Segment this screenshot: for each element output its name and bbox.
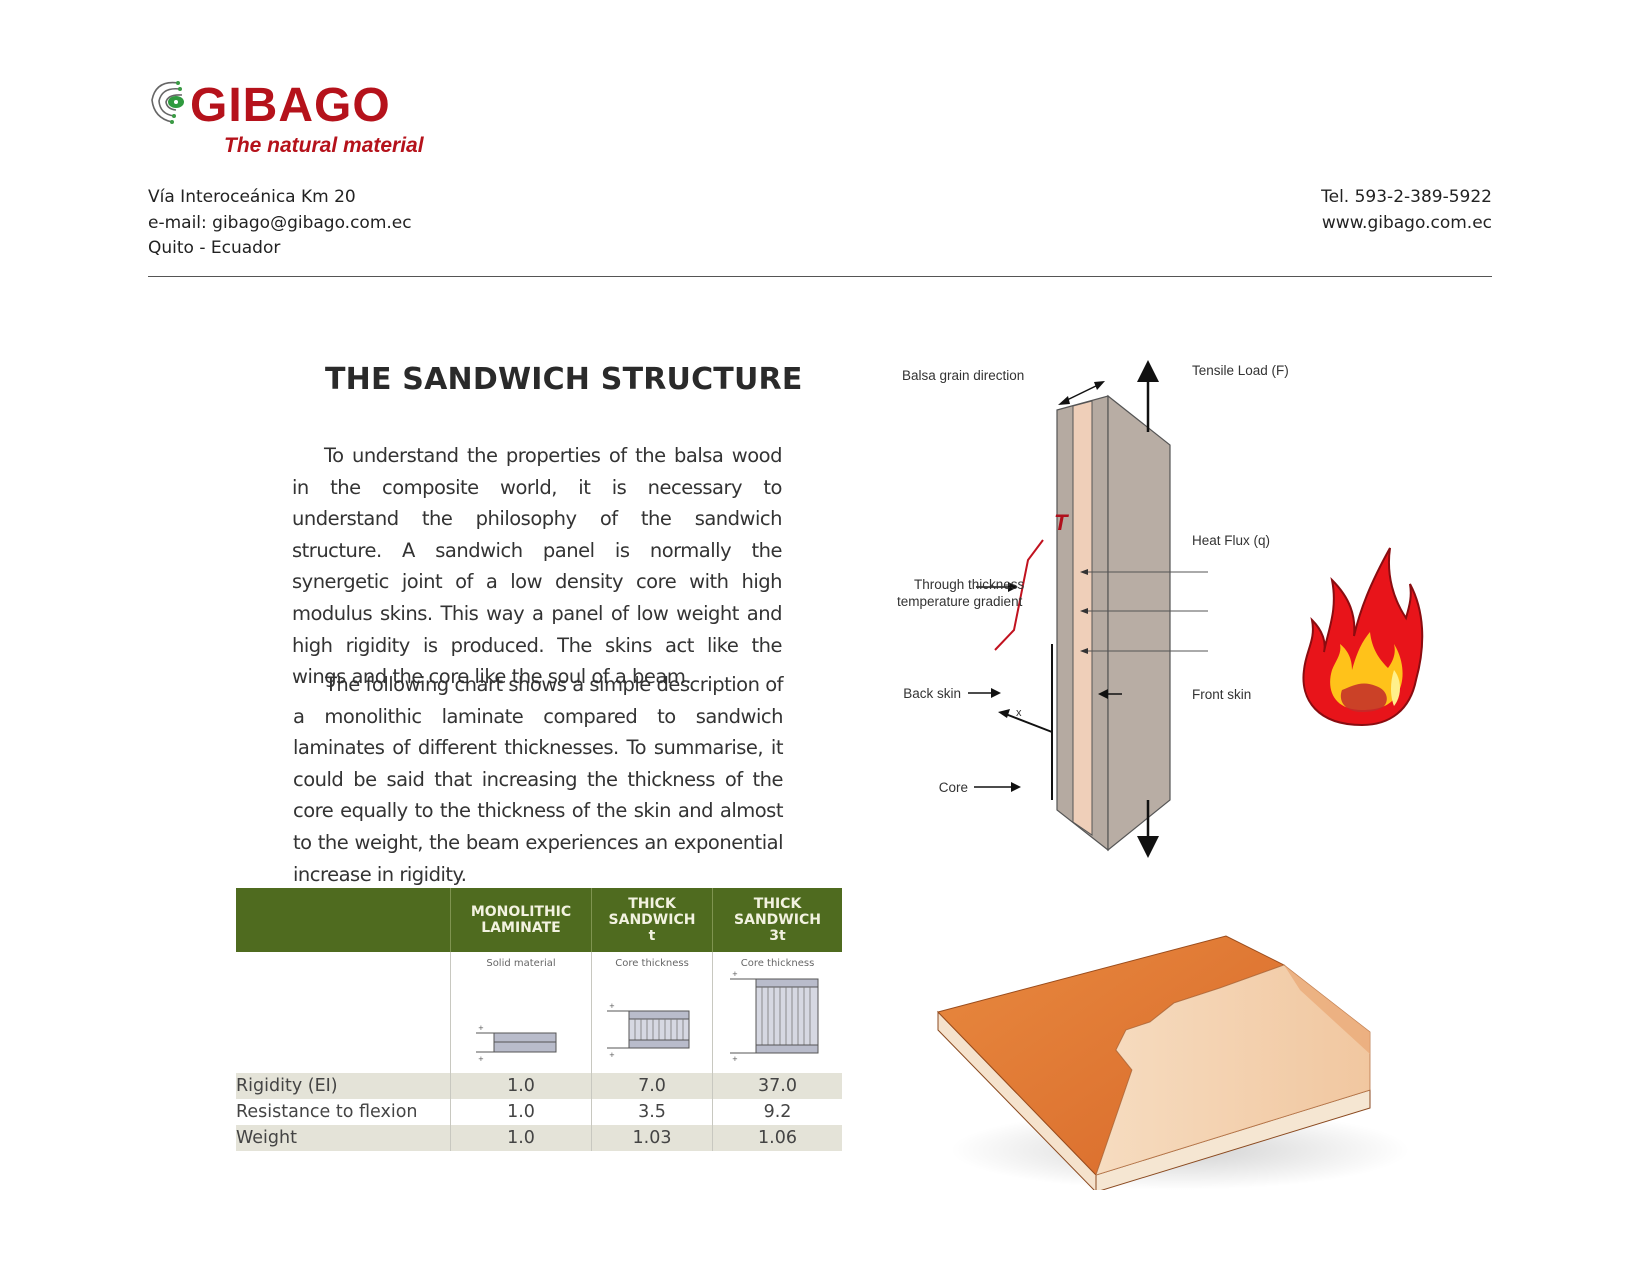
gradient-pointer-icon <box>1008 582 1018 592</box>
row-value: 1.06 <box>712 1125 842 1151</box>
logo-circuit-icon <box>151 81 184 124</box>
contact-phone: Tel. 593-2-389-5922 <box>1321 187 1492 207</box>
header-line: LAMINATE <box>481 920 561 936</box>
label-front-skin: Front skin <box>1192 687 1251 702</box>
sandwich-panel-image <box>937 935 1410 1190</box>
address-city: Quito - Ecuador <box>148 238 281 258</box>
label-back-skin: Back skin <box>903 686 961 701</box>
address-email[interactable]: e-mail: gibago@gibago.com.ec <box>148 212 412 233</box>
table-row: Rigidity (EI) 1.0 7.0 37.0 <box>236 1073 842 1099</box>
table-row: Resistance to flexion 1.0 3.5 9.2 <box>236 1099 842 1125</box>
svg-text:+: + <box>609 1002 615 1010</box>
contact-website[interactable]: www.gibago.com.ec <box>1321 212 1492 233</box>
diagram-caption: Core thickness <box>740 958 815 969</box>
heat-flux-arrows <box>1085 571 1208 652</box>
row-value: 1.03 <box>591 1125 713 1151</box>
arrow-up-icon <box>1137 360 1159 432</box>
brand-name: GIBAGO <box>190 79 391 132</box>
header-line: THICK <box>753 896 802 912</box>
article-title: THE SANDWICH STRUCTURE <box>325 362 803 397</box>
table-header-sandwich-t: THICK SANDWICH t <box>591 888 713 952</box>
row-value: 1.0 <box>450 1099 592 1125</box>
row-value: 3.5 <box>591 1099 713 1125</box>
header-line: SANDWICH <box>608 912 696 928</box>
label-gradient-line1: Through thickness <box>914 577 1025 592</box>
x-axis-arrow <box>1002 712 1053 733</box>
double-arrow-icon <box>1058 381 1105 405</box>
article-paragraph: To understand the properties of the bals… <box>292 440 783 693</box>
arrow-down-icon <box>1137 800 1159 858</box>
monolithic-laminate-diagram: + + <box>476 1024 557 1063</box>
paragraph-text: The following chart shows a simple descr… <box>293 673 784 886</box>
article-paragraph: The following chart shows a simple descr… <box>293 669 784 890</box>
row-label: Weight <box>236 1125 451 1151</box>
header-line: t <box>648 928 656 944</box>
svg-text:+: + <box>732 1055 738 1061</box>
x-label: x <box>1016 707 1022 719</box>
header-line: 3t <box>769 928 786 944</box>
diagram-cell-empty <box>236 952 451 1073</box>
row-value: 7.0 <box>591 1073 713 1099</box>
label-gradient-line2: temperature gradient <box>897 594 1023 609</box>
address-street: Vía Interoceánica Km 20 <box>148 187 356 207</box>
header-line: SANDWICH <box>734 912 821 928</box>
label-core: Core <box>939 780 968 795</box>
svg-text:+: + <box>609 1051 615 1059</box>
temperature-gradient-line <box>994 539 1044 651</box>
diagram-caption: Solid material <box>486 958 556 969</box>
temperature-symbol: T <box>1054 510 1069 535</box>
label-heat-flux: Heat Flux (q) <box>1192 533 1270 548</box>
row-value: 1.0 <box>450 1073 592 1099</box>
svg-text:+: + <box>478 1024 484 1032</box>
panel-core-layer <box>1072 400 1093 836</box>
header-line: THICK <box>628 896 676 912</box>
sandwich-heat-flux-diagram: T x Balsa grain direction Tensile Load (… <box>897 360 1289 858</box>
comparison-table: MONOLITHIC LAMINATE THICK SANDWICH t THI… <box>236 888 842 1151</box>
company-logo <box>148 78 448 168</box>
diagram-cell-monolithic: Solid material + + <box>450 952 592 1073</box>
brand-tagline: The natural material <box>224 134 424 157</box>
header-divider <box>148 276 1492 277</box>
label-grain-direction: Balsa grain direction <box>902 368 1024 383</box>
fire-icon <box>1302 547 1424 727</box>
table-header-sandwich-3t: THICK SANDWICH 3t <box>712 888 842 952</box>
row-label: Resistance to flexion <box>236 1102 418 1122</box>
paragraph-text: To understand the properties of the bals… <box>292 444 783 689</box>
contact-block: Tel. 593-2-389-5922 www.gibago.com.ec <box>1321 185 1492 236</box>
table-header-row: MONOLITHIC LAMINATE THICK SANDWICH t THI… <box>236 888 842 952</box>
row-label: Rigidity (EI) <box>236 1073 451 1099</box>
diagram-cell-sandwich-3t: Core thickness + + <box>712 952 842 1073</box>
sandwich-t-diagram: + + <box>607 1002 690 1059</box>
header-line: MONOLITHIC <box>470 904 572 920</box>
core-pointer-icon <box>1011 782 1021 792</box>
svg-text:+: + <box>732 970 738 978</box>
svg-text:+: + <box>478 1055 484 1063</box>
back-skin-pointer-icon <box>991 688 1001 698</box>
sandwich-3t-diagram: + + <box>729 970 818 1063</box>
address-block: Vía Interoceánica Km 20 e-mail: gibago@g… <box>148 185 412 262</box>
table-row: Weight 1.0 1.03 1.06 <box>236 1125 842 1151</box>
diagram-cell-sandwich-t: Core thickness + + <box>591 952 713 1073</box>
label-tensile-load: Tensile Load (F) <box>1192 363 1289 378</box>
front-skin-pointer-icon <box>1098 689 1108 699</box>
row-value: 37.0 <box>712 1073 842 1099</box>
table-header-monolithic: MONOLITHIC LAMINATE <box>450 888 592 952</box>
diagram-caption: Core thickness <box>615 958 689 969</box>
row-value: 9.2 <box>712 1099 842 1125</box>
row-value: 1.0 <box>450 1125 592 1151</box>
table-header-empty <box>236 888 451 952</box>
panel-front-face <box>1107 394 1171 852</box>
table-diagram-row: Solid material + + Core thickness + + <box>236 952 842 1073</box>
